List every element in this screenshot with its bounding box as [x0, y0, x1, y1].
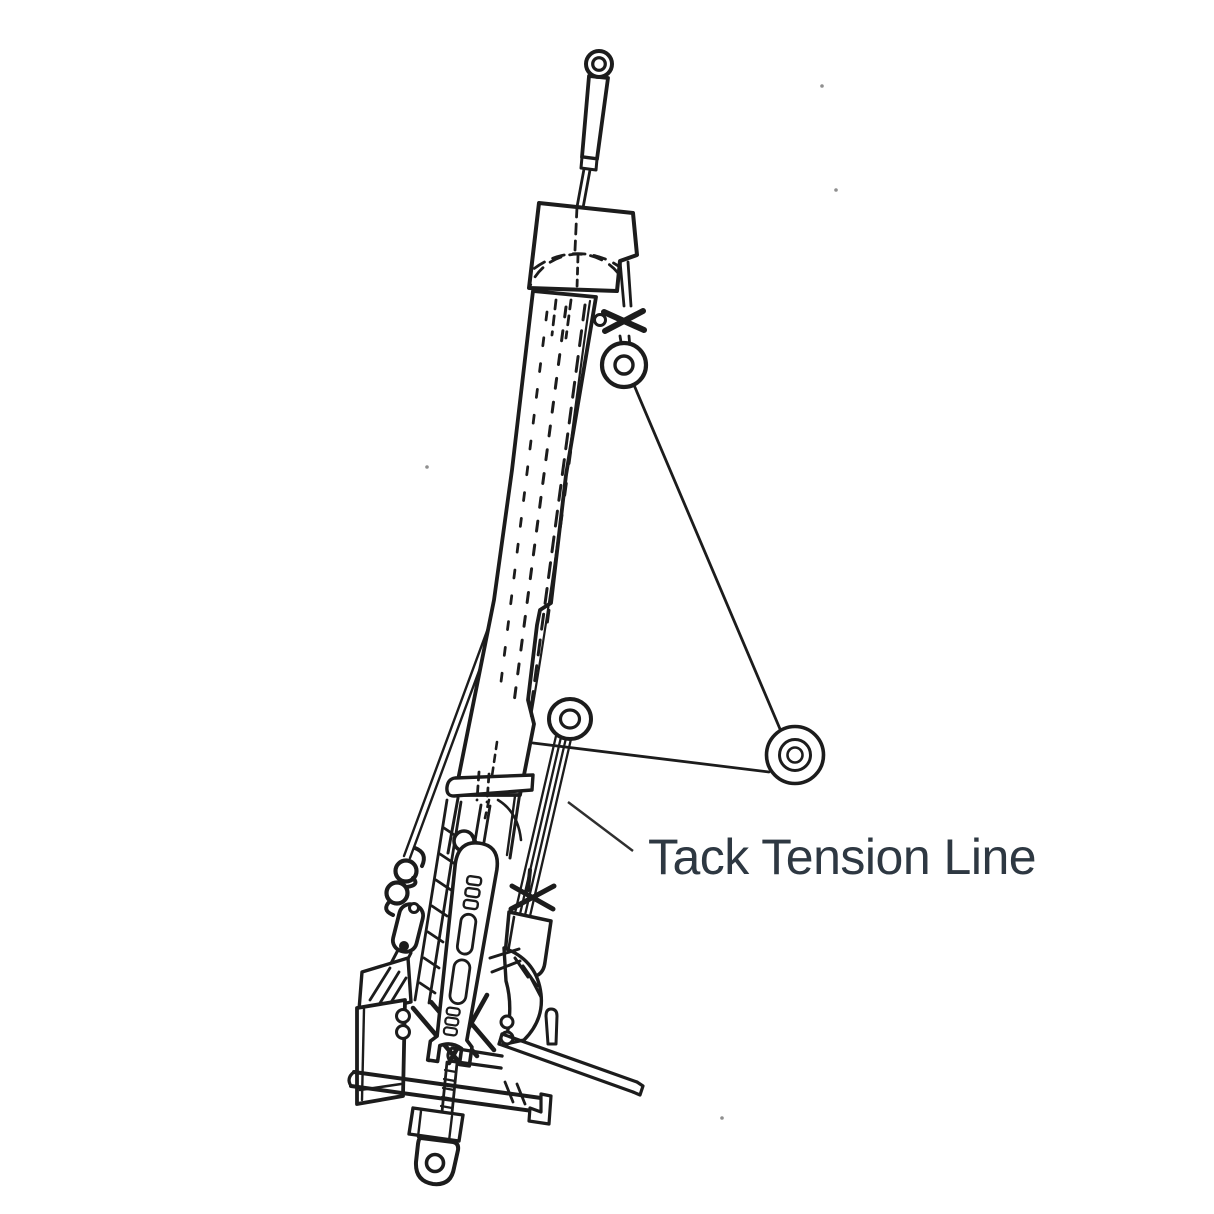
- rope-lashing: [508, 868, 557, 912]
- clevis-block: [407, 1106, 465, 1143]
- tack-thimble: [547, 697, 593, 741]
- tack-block-pulley: [764, 724, 826, 786]
- tack-tension-line-label: Tack Tension Line: [648, 829, 1036, 885]
- pendant-line-upper: [632, 383, 782, 731]
- luff-groove-dashes: [483, 298, 587, 820]
- annotation: Tack Tension Line: [567, 801, 1037, 885]
- halyard-thimble-ring: [599, 340, 649, 390]
- halyard-head-plate: [527, 201, 639, 293]
- guide-rod: [497, 1032, 645, 1097]
- drum-right-leg: [488, 946, 559, 1046]
- turnbuckle-body: [425, 840, 500, 1068]
- pendant-line-lower: [531, 741, 771, 774]
- drum-left-flange: [357, 956, 413, 1012]
- base-rail: [347, 1046, 553, 1126]
- foil-collar: [445, 773, 535, 860]
- lashing-knot: [384, 846, 426, 917]
- stay-rod: [575, 167, 592, 210]
- leader-line: [567, 801, 634, 852]
- threaded-stud: [439, 1060, 459, 1115]
- stay-eye-terminal: [579, 49, 614, 172]
- toggle-eye: [413, 1135, 461, 1187]
- scan-speckles: [425, 84, 838, 1120]
